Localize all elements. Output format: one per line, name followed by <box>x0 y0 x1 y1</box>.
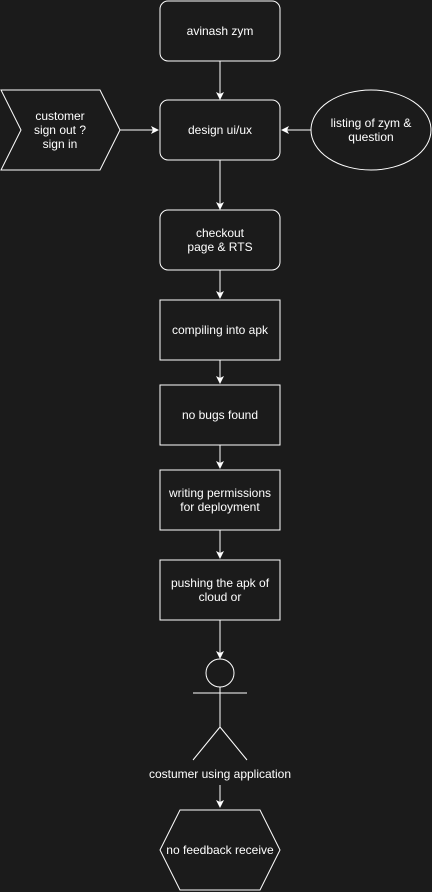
label-customer-sign: customer sign out ? sign in <box>33 109 87 151</box>
node-design-ui-ux[interactable] <box>159 99 281 161</box>
label-writing-permissions: writing permissions for deployment <box>168 486 272 514</box>
node-compiling-apk[interactable] <box>159 299 281 361</box>
label-checkout-page: checkout page & RTS <box>187 226 253 254</box>
node-avinash-zym[interactable] <box>159 0 281 62</box>
node-writing-permissions[interactable] <box>159 469 281 531</box>
actor-person-icon[interactable] <box>192 658 248 761</box>
label-design-ui-ux: design ui/ux <box>187 123 253 137</box>
label-no-feedback-receive: no feedback receive <box>166 843 274 857</box>
node-checkout-page[interactable] <box>159 209 281 271</box>
label-compiling-apk: compiling into apk <box>171 323 269 337</box>
node-listing-of-zym[interactable] <box>310 89 432 171</box>
label-actor-costumer: costumer using application <box>120 765 320 783</box>
label-pushing-apk: pushing the apk of cloud or <box>170 576 270 604</box>
label-listing-of-zym: listing of zym & question <box>330 116 412 144</box>
node-no-feedback-receive[interactable] <box>159 809 281 891</box>
node-no-bugs-found[interactable] <box>159 384 281 446</box>
node-pushing-apk[interactable] <box>159 559 281 621</box>
label-no-bugs-found: no bugs found <box>181 408 259 422</box>
node-customer-sign[interactable] <box>0 89 121 171</box>
label-avinash-zym: avinash zym <box>186 24 254 38</box>
